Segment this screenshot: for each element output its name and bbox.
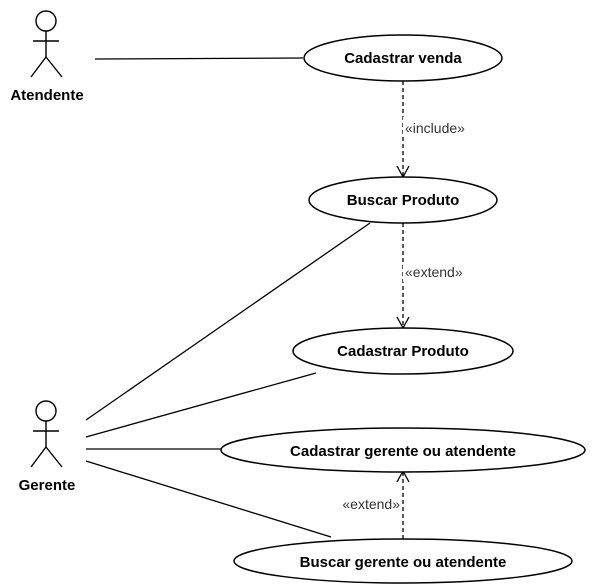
extend-produto-label-bg: [403, 262, 475, 282]
use-case-buscar-produto-shape: [308, 176, 498, 224]
use-case-cadastrar-produto-label: Cadastrar Produto: [337, 343, 469, 360]
actor-atendente-right-leg: [45, 56, 63, 78]
actor-gerente-left-leg: [30, 446, 47, 468]
include-label: «include»: [405, 120, 465, 136]
include-relationship[interactable]: «include»: [396, 81, 477, 179]
extend-relationship-gerente[interactable]: «extend»: [329, 469, 410, 539]
actor-atendente-label: Atendente: [10, 87, 83, 104]
actor-atendente[interactable]: Atendente: [10, 10, 84, 104]
association-gerente-cadastrar-produto[interactable]: [85, 372, 317, 438]
extend-relationship-produto[interactable]: «extend»: [396, 223, 475, 330]
actor-gerente-right-leg: [45, 446, 63, 468]
actor-gerente-label: Gerente: [19, 477, 76, 494]
extend-produto-label: «extend»: [405, 264, 463, 280]
use-case-cadastrar-gerente-atendente[interactable]: Cadastrar gerente ou atendente: [220, 427, 586, 473]
use-case-buscar-gerente-atendente[interactable]: Buscar gerente ou atendente: [233, 538, 573, 584]
use-case-buscar-produto-label: Buscar Produto: [347, 192, 460, 209]
use-case-cadastrar-venda[interactable]: Cadastrar venda: [303, 34, 503, 82]
actor-gerente-head: [35, 400, 57, 422]
association-gerente-buscar-produto[interactable]: [85, 222, 371, 421]
actor-gerente[interactable]: Gerente: [19, 400, 76, 494]
use-case-buscar-gerente-atendente-shape: [233, 538, 573, 584]
actor-atendente-head: [35, 10, 57, 32]
use-case-cadastrar-venda-label: Cadastrar venda: [344, 50, 462, 67]
use-case-cadastrar-produto-shape: [292, 327, 514, 375]
use-case-cadastrar-gerente-atendente-label: Cadastrar gerente ou atendente: [290, 443, 516, 460]
extend-gerente-label-bg: [329, 494, 401, 514]
use-case-cadastrar-gerente-atendente-shape: [220, 427, 586, 473]
extend-gerente-label: «extend»: [342, 496, 400, 512]
use-case-cadastrar-venda-shape: [303, 34, 503, 82]
association-atendente-cadastrar-venda[interactable]: [94, 57, 304, 60]
association-gerente-buscar-gerente[interactable]: [85, 460, 332, 538]
use-case-buscar-gerente-atendente-label: Buscar gerente ou atendente: [300, 554, 507, 571]
actor-atendente-left-leg: [30, 56, 47, 78]
use-case-cadastrar-produto[interactable]: Cadastrar Produto: [292, 327, 514, 375]
include-label-bg: [403, 117, 477, 137]
use-case-buscar-produto[interactable]: Buscar Produto: [308, 176, 498, 224]
